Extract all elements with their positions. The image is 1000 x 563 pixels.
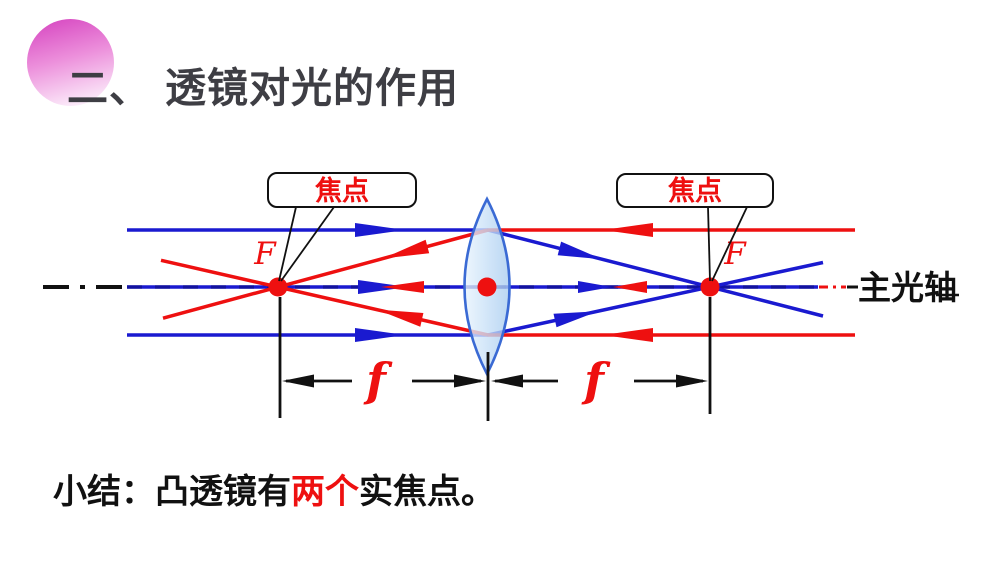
callout-left-box [267,172,417,208]
red-arrow-top-refracted [383,239,430,259]
red-rays [160,223,855,342]
principal-axis-label: 主光轴 [858,269,957,306]
optical-center-dot [477,277,497,297]
focal-point-callout-left: 焦点 [267,172,417,282]
callout-right-label: 焦点 [668,175,722,206]
slide-title-text: 透镜对光的作用 [165,65,459,111]
callout-right-pointer-b [711,206,748,282]
dim-right-arrow-a-head [491,374,523,388]
slide-title-number: 二、 [67,65,151,111]
summary-part1: 小结：凸透镜有 [53,473,291,511]
focal-point-dot-left [268,277,288,297]
red-arrow-bottom [603,328,653,342]
blue-arrow-top [355,223,405,237]
blue-arrow-bottom [355,328,405,342]
focal-point-label-right: F [723,236,747,272]
red-arrow-bottom-refracted [377,309,424,327]
callout-left-pointer-b [280,206,335,282]
section-bullet-circle [27,19,114,106]
callout-right-box [616,173,774,208]
red-arrow-axis-right [613,281,647,293]
callout-right-pointer-a [707,206,711,282]
red-ray-top-refracted [162,228,489,320]
focal-point-dot-right [700,277,720,297]
focal-length-dimensions [278,297,712,421]
blue-arrow-bottom-refracted [553,311,598,328]
summary-part2: 实焦点。 [359,473,495,511]
red-arrow-top [603,223,653,237]
blue-rays [127,223,824,342]
red-ray-bottom-refracted [160,258,489,337]
red-arrow-axis-left [381,281,424,293]
summary-text: 小结：凸透镜有两个实焦点。 [53,464,495,513]
focal-point-label-left: F [253,236,277,272]
slide-title: 二、透镜对光的作用 [67,54,459,114]
callout-left-label: 焦点 [315,175,369,206]
focal-length-label-left: f [363,353,393,407]
summary-highlight: 两个 [291,473,359,511]
blue-ray-top-refracted [487,228,824,318]
blue-ray-bottom-refracted [487,260,824,337]
callout-left-pointer-a [278,206,297,282]
dim-left-arrow-b-head [454,374,486,388]
dim-left-arrow-a-head [282,374,314,388]
blue-arrow-top-refracted [557,241,602,260]
focal-length-label-right: f [581,353,611,407]
focal-point-callout-right: 焦点 [616,173,774,282]
dim-right-arrow-b-head [676,374,708,388]
blue-arrow-axis-right [578,281,612,293]
